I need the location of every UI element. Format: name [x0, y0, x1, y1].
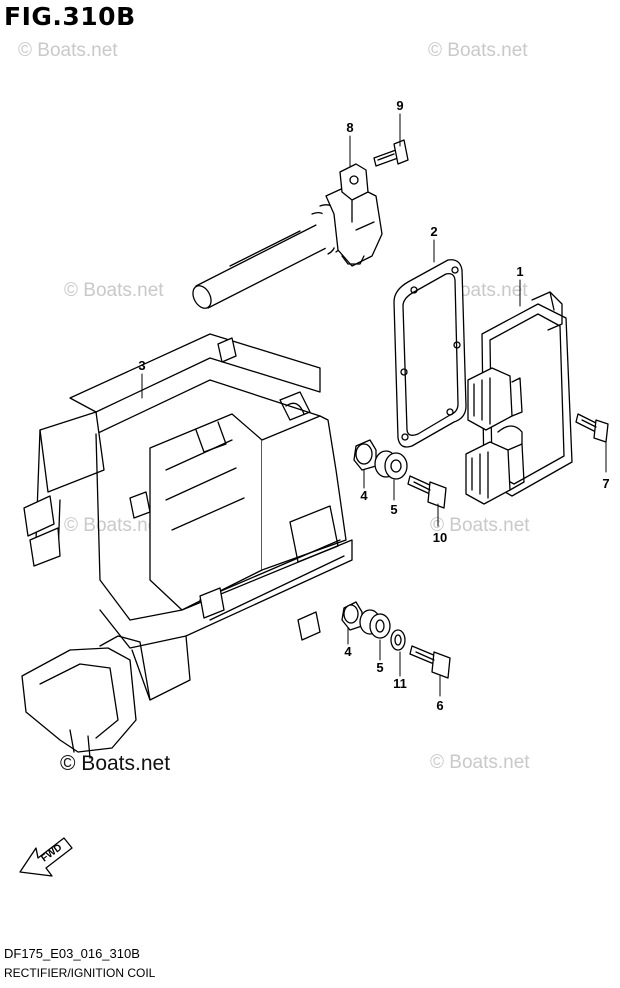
figure-code: DF175_E03_016_310B — [4, 946, 140, 961]
watermark: © Boats.net — [64, 515, 164, 536]
figure-title: FIG.310B — [4, 2, 136, 31]
callout-7: 7 — [602, 476, 609, 491]
callout-3: 3 — [138, 358, 145, 373]
watermark: © Boats.net — [430, 515, 530, 536]
watermark: © Boats.net — [64, 280, 164, 301]
callout-5-lower: 5 — [376, 660, 383, 675]
bolt-part-10 — [407, 475, 447, 509]
callout-2: 2 — [430, 224, 437, 239]
callout-6: 6 — [436, 698, 443, 713]
leader-lines — [141, 113, 607, 697]
callout-5-upper: 5 — [390, 502, 397, 517]
watermark: © Boats.net — [428, 40, 528, 61]
rectifier-part — [465, 291, 573, 505]
figure-name: RECTIFIER/IGNITION COIL — [4, 966, 156, 980]
watermark: © Boats.net — [18, 40, 118, 61]
bush-part-4-upper — [353, 439, 377, 471]
bush-part-4-lower — [341, 601, 363, 631]
gasket-part — [393, 259, 467, 448]
grommet-part-5-lower — [359, 609, 391, 639]
callout-4-upper: 4 — [360, 488, 368, 503]
callout-9: 9 — [396, 98, 403, 113]
callout-1: 1 — [516, 264, 523, 279]
bolt-part-7 — [575, 413, 609, 443]
callout-11: 11 — [393, 676, 407, 691]
grommet-part-5-upper — [374, 450, 408, 480]
ignition-coil-part — [192, 163, 383, 309]
fwd-arrow-icon — [19, 837, 73, 877]
callout-8: 8 — [346, 120, 353, 135]
washer-part-11 — [390, 629, 406, 651]
bolt-part-6 — [409, 645, 451, 679]
callout-4-lower: 4 — [344, 644, 352, 659]
bolt-part-9 — [373, 139, 409, 167]
watermark-strong: © Boats.net — [60, 752, 171, 775]
callout-10: 10 — [433, 530, 447, 545]
watermark: © Boats.net — [430, 752, 530, 773]
bracket-part — [21, 333, 353, 759]
